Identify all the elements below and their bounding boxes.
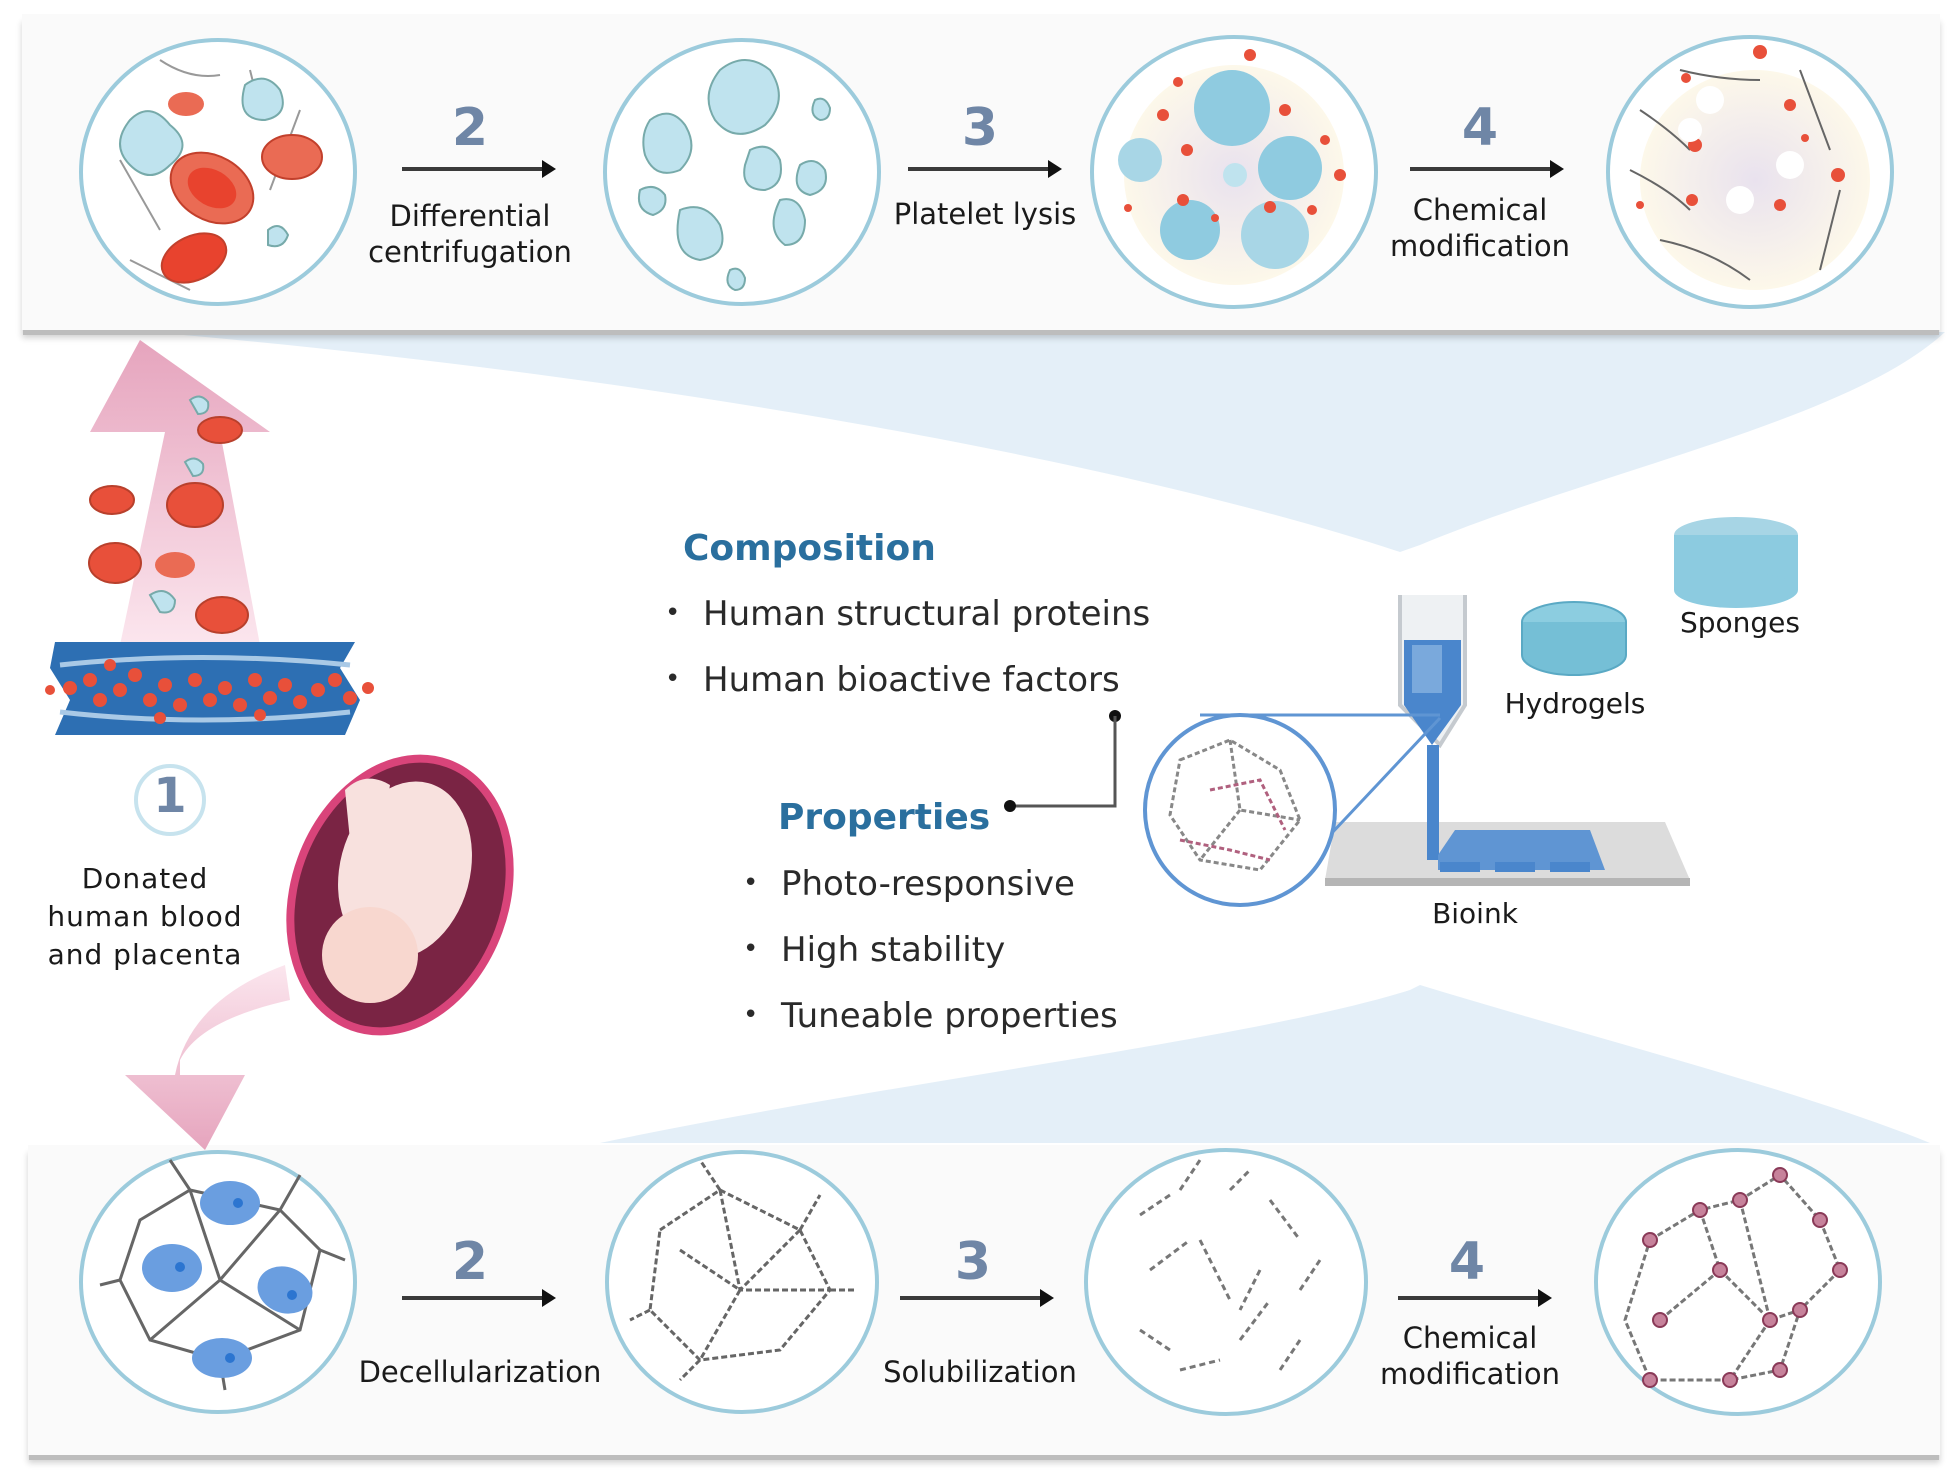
- composition-item-text: Human bioactive factors: [703, 660, 1120, 700]
- properties-item-text: Photo-responsive: [781, 864, 1075, 904]
- fetus-womb-icon: [286, 754, 514, 1036]
- top-step-4-label-line1: Chemical: [1412, 193, 1548, 227]
- composition-item: • Human bioactive factors: [665, 660, 1120, 700]
- bullet-icon: •: [665, 664, 681, 694]
- top-step-2-arrow-icon: [402, 160, 556, 178]
- bullet-icon: •: [743, 1000, 759, 1030]
- tissue-with-cells-circle: [79, 1150, 357, 1414]
- modified-lysate-circle: [1606, 35, 1894, 309]
- top-step-2-label-line1: Differential: [389, 199, 551, 233]
- top-step-4-number: 4: [1461, 98, 1499, 158]
- hydrogels-label: Hydrogels: [1504, 687, 1646, 720]
- properties-item: • Tuneable properties: [743, 996, 1118, 1036]
- decellularized-matrix-circle: [605, 1150, 879, 1414]
- bottom-step-3-label-line1: Solubilization: [883, 1355, 1077, 1389]
- source-step-number: 1: [153, 768, 187, 824]
- connector-line: [1004, 710, 1121, 812]
- crosslinked-matrix-circle: [1594, 1148, 1882, 1416]
- source-label-line1: Donated: [81, 862, 209, 895]
- sponges-label: Sponges: [1679, 606, 1800, 639]
- bottom-step-2-number: 2: [451, 1232, 489, 1292]
- properties-item-text: High stability: [781, 930, 1006, 970]
- blood-vessel-icon: [45, 642, 374, 735]
- bottom-step-4-label-line1: Chemical: [1402, 1321, 1538, 1355]
- platelet-lysate-circle: [1090, 35, 1378, 309]
- bottom-funnel: [600, 985, 1930, 1143]
- properties-item: • Photo-responsive: [743, 864, 1075, 904]
- blood-cells-circle: [79, 38, 357, 306]
- source-label-line2: human blood: [47, 900, 243, 933]
- bullet-icon: •: [665, 598, 681, 628]
- properties-item-text: Tuneable properties: [781, 996, 1118, 1036]
- hydrogel-icon: [1521, 601, 1627, 676]
- bottom-step-3-arrow-icon: [900, 1289, 1054, 1307]
- source-label: Donated human blood and placenta: [20, 860, 270, 974]
- bottom-step-4-number: 4: [1448, 1232, 1486, 1292]
- placenta-arrow-down: [125, 965, 290, 1150]
- bottom-step-3-number: 3: [954, 1232, 992, 1292]
- top-step-4-arrow-icon: [1410, 160, 1564, 178]
- bottom-step-3-label: Solubilization: [860, 1354, 1100, 1390]
- top-step-3-label-line1: Platelet lysis: [893, 197, 1077, 231]
- blood-arrow-up: [88, 340, 270, 645]
- top-funnel: [150, 332, 1945, 552]
- source-label-line3: and placenta: [47, 938, 243, 971]
- sponge-icon: [1674, 517, 1798, 608]
- platelets-circle: [603, 38, 881, 306]
- solubilized-matrix-circle: [1084, 1148, 1368, 1416]
- top-step-2-number: 2: [451, 98, 489, 158]
- bottom-step-4-label: Chemical modification: [1350, 1320, 1590, 1392]
- composition-heading: Composition: [683, 528, 936, 569]
- composition-item: • Human structural proteins: [665, 594, 1150, 634]
- top-step-2-label-line2: centrifugation: [368, 235, 572, 269]
- bottom-step-4-arrow-icon: [1398, 1289, 1552, 1307]
- top-step-3-number: 3: [961, 98, 999, 158]
- bottom-step-2-label-line1: Decellularization: [358, 1355, 602, 1389]
- top-step-3-label: Platelet lysis: [870, 196, 1100, 232]
- bottom-step-2-arrow-icon: [402, 1289, 556, 1307]
- top-step-4-label: Chemical modification: [1365, 192, 1595, 264]
- bioprinter-icon: [1325, 595, 1690, 886]
- composition-item-text: Human structural proteins: [703, 594, 1151, 634]
- top-step-3-arrow-icon: [908, 160, 1062, 178]
- bioink-label: Bioink: [1432, 897, 1518, 930]
- source-number-badge: [134, 764, 206, 836]
- properties-heading: Properties: [778, 797, 991, 838]
- bioink-network-zoom: [1143, 713, 1442, 907]
- top-step-4-label-line2: modification: [1390, 229, 1570, 263]
- bullet-icon: •: [743, 934, 759, 964]
- top-step-2-label: Differential centrifugation: [350, 198, 590, 270]
- bullet-icon: •: [743, 868, 759, 898]
- bottom-step-2-label: Decellularization: [340, 1354, 620, 1390]
- bottom-step-4-label-line2: modification: [1380, 1357, 1560, 1391]
- properties-item: • High stability: [743, 930, 1005, 970]
